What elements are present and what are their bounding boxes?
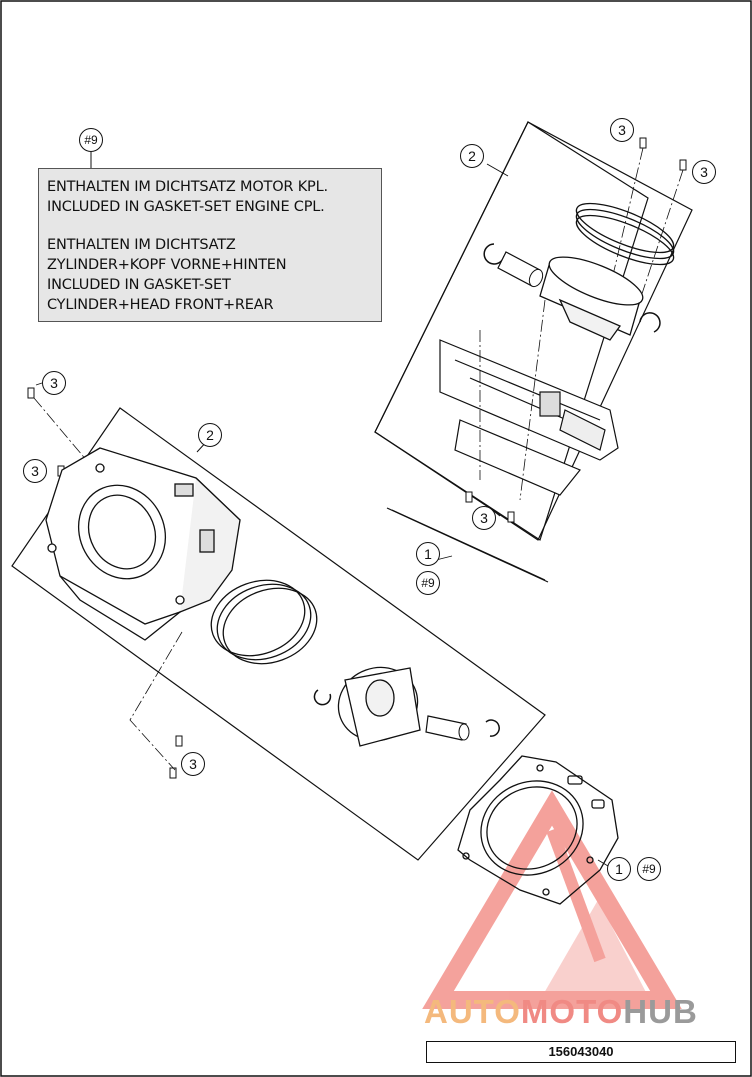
watermark-logo (422, 790, 682, 1009)
dowel-pin-left-c (129, 631, 183, 779)
note-reference-callout: #9 (79, 128, 103, 152)
circlip-left-a (313, 689, 332, 706)
watermark-hub: HUB (623, 993, 698, 1030)
circlip-top-right (639, 312, 661, 333)
piston-pin-top (497, 251, 544, 288)
note-line-3: ENTHALTEN IM DICHTSATZ (47, 237, 236, 253)
note-line-5: INCLUDED IN GASKET-SET (47, 277, 231, 293)
callout-2-top: 2 (460, 144, 484, 168)
note-line-1: ENTHALTEN IM DICHTSATZ MOTOR KPL. (47, 179, 328, 195)
callout-1-wire-gasket: 1 (416, 542, 440, 566)
dowel-pin-top-d (507, 511, 515, 523)
watermark-auto: AUTO (424, 993, 521, 1030)
note-line-2: INCLUDED IN GASKET-SET ENGINE CPL. (47, 199, 325, 215)
base-gasket (457, 755, 619, 905)
piston-left (337, 666, 421, 747)
callout-3-left-bottom: 3 (181, 752, 205, 776)
watermark-text: AUTOMOTOHUB (424, 993, 698, 1031)
callout-2-left: 2 (198, 423, 222, 447)
wire-gasket (386, 507, 549, 583)
watermark-moto: MOTO (520, 993, 624, 1030)
callout-3-top-bottom: 3 (472, 506, 496, 530)
callout-ref-wire-gasket: #9 (416, 571, 440, 595)
callout-3-top-a: 3 (610, 118, 634, 142)
cylinder-top (439, 339, 619, 496)
callout-3-left-b: 3 (23, 459, 47, 483)
piston-pin-left (425, 715, 470, 741)
piston-rings-left (210, 579, 318, 665)
gasket-set-note: ENTHALTEN IM DICHTSATZ MOTOR KPL. INCLUD… (38, 168, 382, 322)
callout-ref-base-gasket: #9 (637, 857, 661, 881)
note-line-4: ZYLINDER+KOPF VORNE+HINTEN (47, 257, 287, 273)
piston-top (539, 256, 644, 341)
note-line-6: CYLINDER+HEAD FRONT+REAR (47, 297, 274, 313)
callout-3-top-b: 3 (692, 160, 716, 184)
circlip-left-b (485, 719, 500, 737)
callout-1-base-gasket: 1 (607, 857, 631, 881)
piston-rings-top (575, 202, 675, 266)
dowel-pin-top-c (465, 491, 473, 503)
callout-3-left-a: 3 (42, 371, 66, 395)
drawing-number: 156043040 (426, 1041, 736, 1063)
cylinder-left (45, 447, 241, 641)
